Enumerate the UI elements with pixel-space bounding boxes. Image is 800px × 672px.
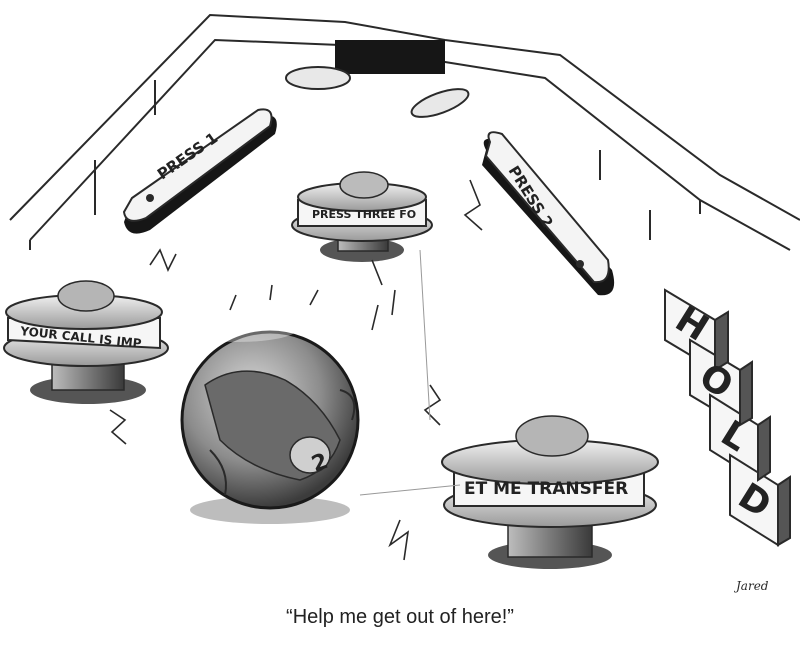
- motion-lines: [109, 179, 483, 561]
- bumper-top-label: PRESS THREE FO: [312, 208, 416, 221]
- table-top-gap: [335, 40, 445, 74]
- hold-sign: [664, 288, 791, 547]
- top-flippers: [285, 66, 470, 118]
- flipper-left: PRESS 1: [122, 108, 277, 234]
- bumper-right-label: ET ME TRANSFER: [464, 479, 628, 499]
- pinball-ball: 2: [176, 318, 360, 524]
- cartoon-caption: “Help me get out of here!”: [286, 606, 514, 628]
- pinball-cartoon-scene: PRESS 1 PRESS 2 PRESS THREE FO YOUR CALL…: [3, 13, 800, 593]
- bumper-top: PRESS THREE FO: [291, 171, 433, 262]
- bumper-right: ET ME TRANSFER: [441, 415, 659, 569]
- bumper-left: YOUR CALL IS IMP: [3, 280, 169, 404]
- flipper-right: PRESS 2: [482, 131, 615, 296]
- artist-signature: Jared: [733, 579, 769, 593]
